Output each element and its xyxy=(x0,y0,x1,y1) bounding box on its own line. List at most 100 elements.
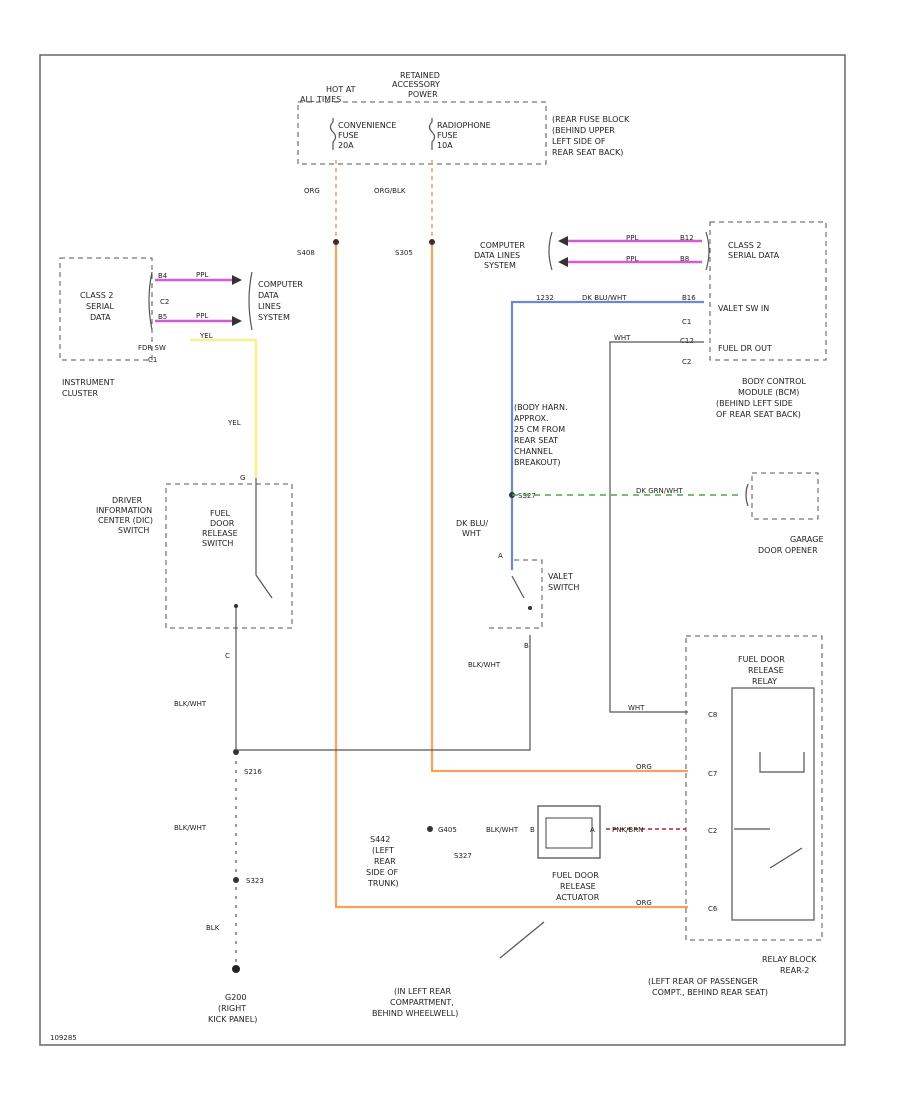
relay-switch-blade xyxy=(769,847,803,869)
bcm-pin-b16: B16 xyxy=(682,294,696,302)
bcm-arrow-1 xyxy=(558,236,568,246)
relay-pin-c2: C2 xyxy=(708,827,717,835)
radiophone-fuse-symbol xyxy=(428,118,436,150)
splice-s327: S327 xyxy=(518,492,536,500)
valet-contact xyxy=(528,606,532,610)
wire-org-label-1: ORG xyxy=(304,187,320,195)
bcm-bracket-left xyxy=(548,231,553,271)
cluster-arrow-1 xyxy=(232,275,242,285)
relay-pin-c8: C8 xyxy=(708,711,717,719)
bcm-conn-c2: C2 xyxy=(682,358,691,366)
actuator-body xyxy=(537,805,601,859)
garage-door-opener-box xyxy=(751,472,819,520)
bcm-ppl-1: PPL xyxy=(626,234,638,242)
garage-bracket xyxy=(745,483,749,507)
valet-blkwht: BLK/WHT xyxy=(468,661,501,669)
cluster-pin-b4: B4 xyxy=(158,272,168,280)
wire-wht-label-2: WHT xyxy=(628,704,645,712)
cluster-ppl-1: PPL xyxy=(196,271,208,279)
ground-bus xyxy=(236,635,531,751)
dic-bot-pin: C xyxy=(225,652,230,660)
wire-yel-label-1: YEL xyxy=(199,332,213,340)
actuator-leader xyxy=(499,921,545,959)
relay-inner xyxy=(731,687,815,921)
cluster-conn-bracket xyxy=(148,271,153,331)
cluster-arrow-2 xyxy=(232,316,242,326)
valet-pin-a: A xyxy=(498,552,503,560)
bcm-pin-b12: B12 xyxy=(680,234,694,242)
convenience-fuse-symbol xyxy=(329,118,337,150)
actuator-s327: S327 xyxy=(454,852,472,860)
dic-switch-blade xyxy=(255,574,273,599)
actuator-inner xyxy=(545,817,593,849)
bcm-bracket-right xyxy=(705,231,710,271)
splice-s408: S408 xyxy=(297,249,315,257)
bcm-pin-b8: B8 xyxy=(680,255,689,263)
actuator-blkwht: BLK/WHT xyxy=(486,826,519,834)
wire-blk-label: BLK xyxy=(206,924,220,932)
bcm-valet-sw: VALET SW IN xyxy=(718,304,769,313)
diagram-frame xyxy=(39,54,846,1046)
wire-wht-label-1: WHT xyxy=(614,334,631,342)
wire-dkbluwht-label: DK BLU/WHT xyxy=(582,294,627,302)
valet-dkblu-label: DK BLU/WHT xyxy=(456,519,488,538)
cluster-c1: C1 xyxy=(148,356,157,364)
wire-blkwht-label-2: BLK/WHT xyxy=(174,824,207,832)
wire-dkgrnwht-label: DK GRN/WHT xyxy=(636,487,683,495)
splice-s323: S323 xyxy=(246,877,264,885)
figure-id: 109285 xyxy=(50,1034,77,1042)
ground-symbol xyxy=(232,965,240,973)
valet-blade xyxy=(511,575,525,599)
cluster-ppl-2: PPL xyxy=(196,312,208,320)
cluster-pin-b5: B5 xyxy=(158,313,167,321)
wire-pnkbrn-label: PNK/BRN xyxy=(612,826,643,834)
splice-dot-s305 xyxy=(429,239,435,245)
bcm-fuel-dr: FUEL DR OUT xyxy=(718,344,772,353)
wire-blue xyxy=(510,300,704,570)
wire-org-left xyxy=(334,240,688,909)
splice-s216: S216 xyxy=(244,768,262,776)
actuator-pin-a: A xyxy=(590,826,595,834)
relay-coil xyxy=(759,752,805,773)
bcm-conn-c1: C1 xyxy=(682,318,691,326)
valet-switch-box xyxy=(488,559,543,629)
bcm-arrow-2 xyxy=(558,257,568,267)
cluster-conn-c2-a: C2 xyxy=(160,298,169,306)
cluster-fdr-pin: FDR SW xyxy=(138,344,166,352)
actuator-ground-dot xyxy=(427,826,433,832)
dic-top-pin: G xyxy=(240,474,245,482)
wire-org-right xyxy=(430,240,688,773)
valet-pin-b: B xyxy=(524,642,529,650)
wire-wht xyxy=(609,341,704,713)
splice-dot-s323 xyxy=(233,877,239,883)
orange-wires xyxy=(333,160,688,909)
relay-pin-c6: C6 xyxy=(708,905,718,913)
wire-yel-label-2: YEL xyxy=(227,419,241,427)
actuator-g405: G405 xyxy=(438,826,457,834)
splice-dot-s408 xyxy=(333,239,339,245)
